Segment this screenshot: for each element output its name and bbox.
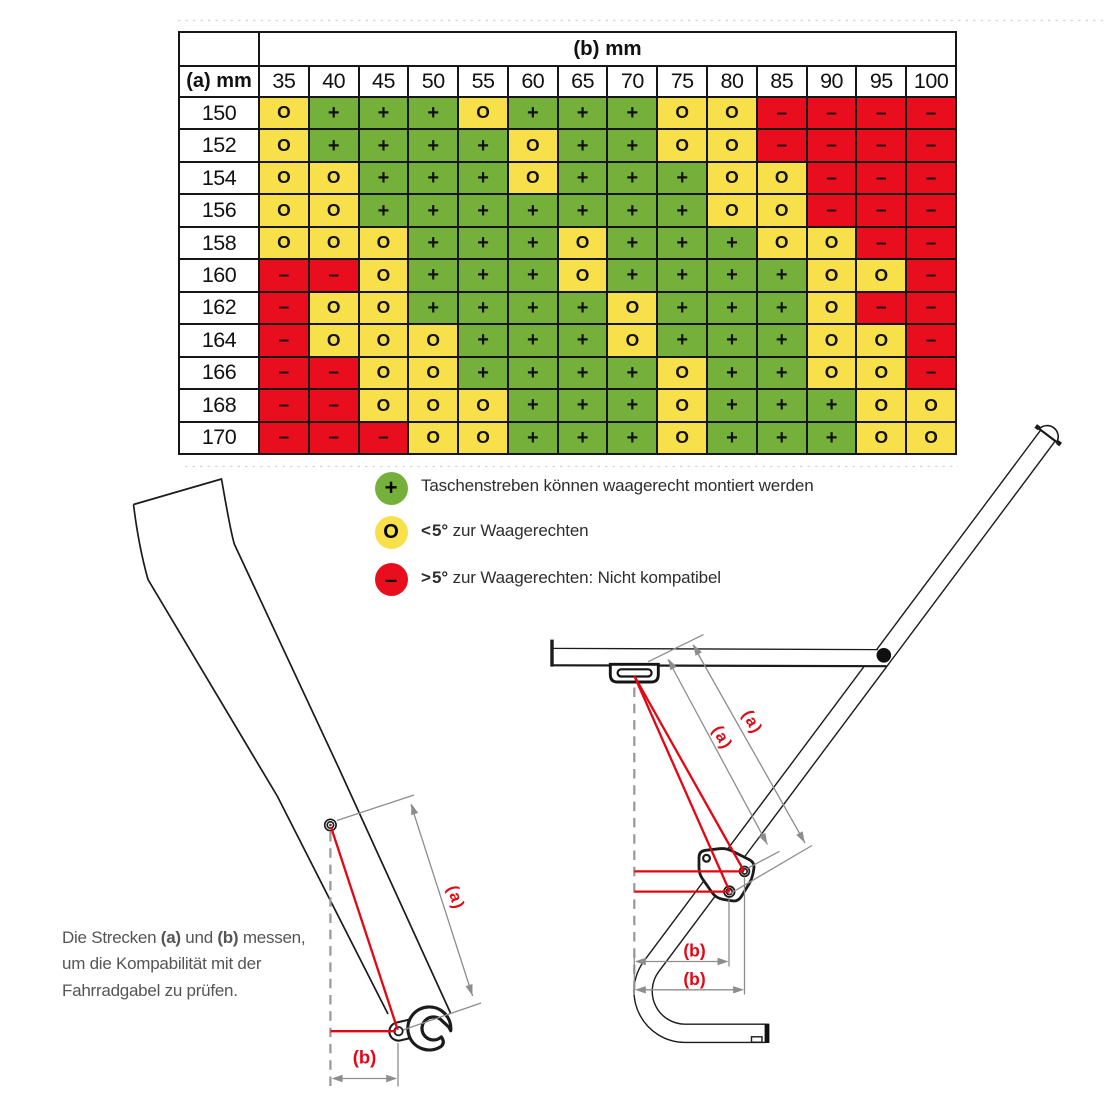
svg-text:(b): (b) bbox=[683, 941, 705, 961]
svg-text:(b): (b) bbox=[683, 969, 705, 989]
svg-text:(a): (a) bbox=[708, 723, 736, 753]
svg-text:(a): (a) bbox=[443, 883, 468, 912]
svg-text:(b): (b) bbox=[353, 1047, 377, 1068]
